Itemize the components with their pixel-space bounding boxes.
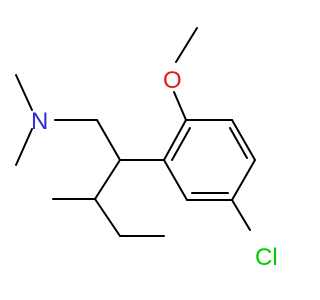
atom-oxygen: O — [163, 67, 182, 94]
bond-o-methyl — [175, 27, 198, 63]
bond-branch-ethyl — [94, 198, 121, 237]
ring-bond-3 — [231, 119, 256, 161]
ring-bond-1 — [163, 119, 187, 161]
ring-bond-3-inner — [229, 127, 248, 159]
bond-ch2-ch — [96, 119, 121, 161]
atom-chlorine: Cl — [255, 244, 278, 271]
bond-n-methyl-lower — [15, 128, 33, 166]
bond-ring-cl — [231, 199, 251, 231]
ring-bond-1-inner — [171, 127, 191, 161]
ring-bond-6 — [163, 159, 188, 201]
atom-nitrogen: N — [31, 108, 48, 135]
bond-ch-branch — [94, 159, 121, 200]
ring-bond-4 — [231, 159, 256, 201]
molecule-structure: N O Cl — [15, 27, 278, 271]
bond-ring-o — [173, 91, 187, 121]
bond-n-methyl-upper — [15, 74, 33, 111]
